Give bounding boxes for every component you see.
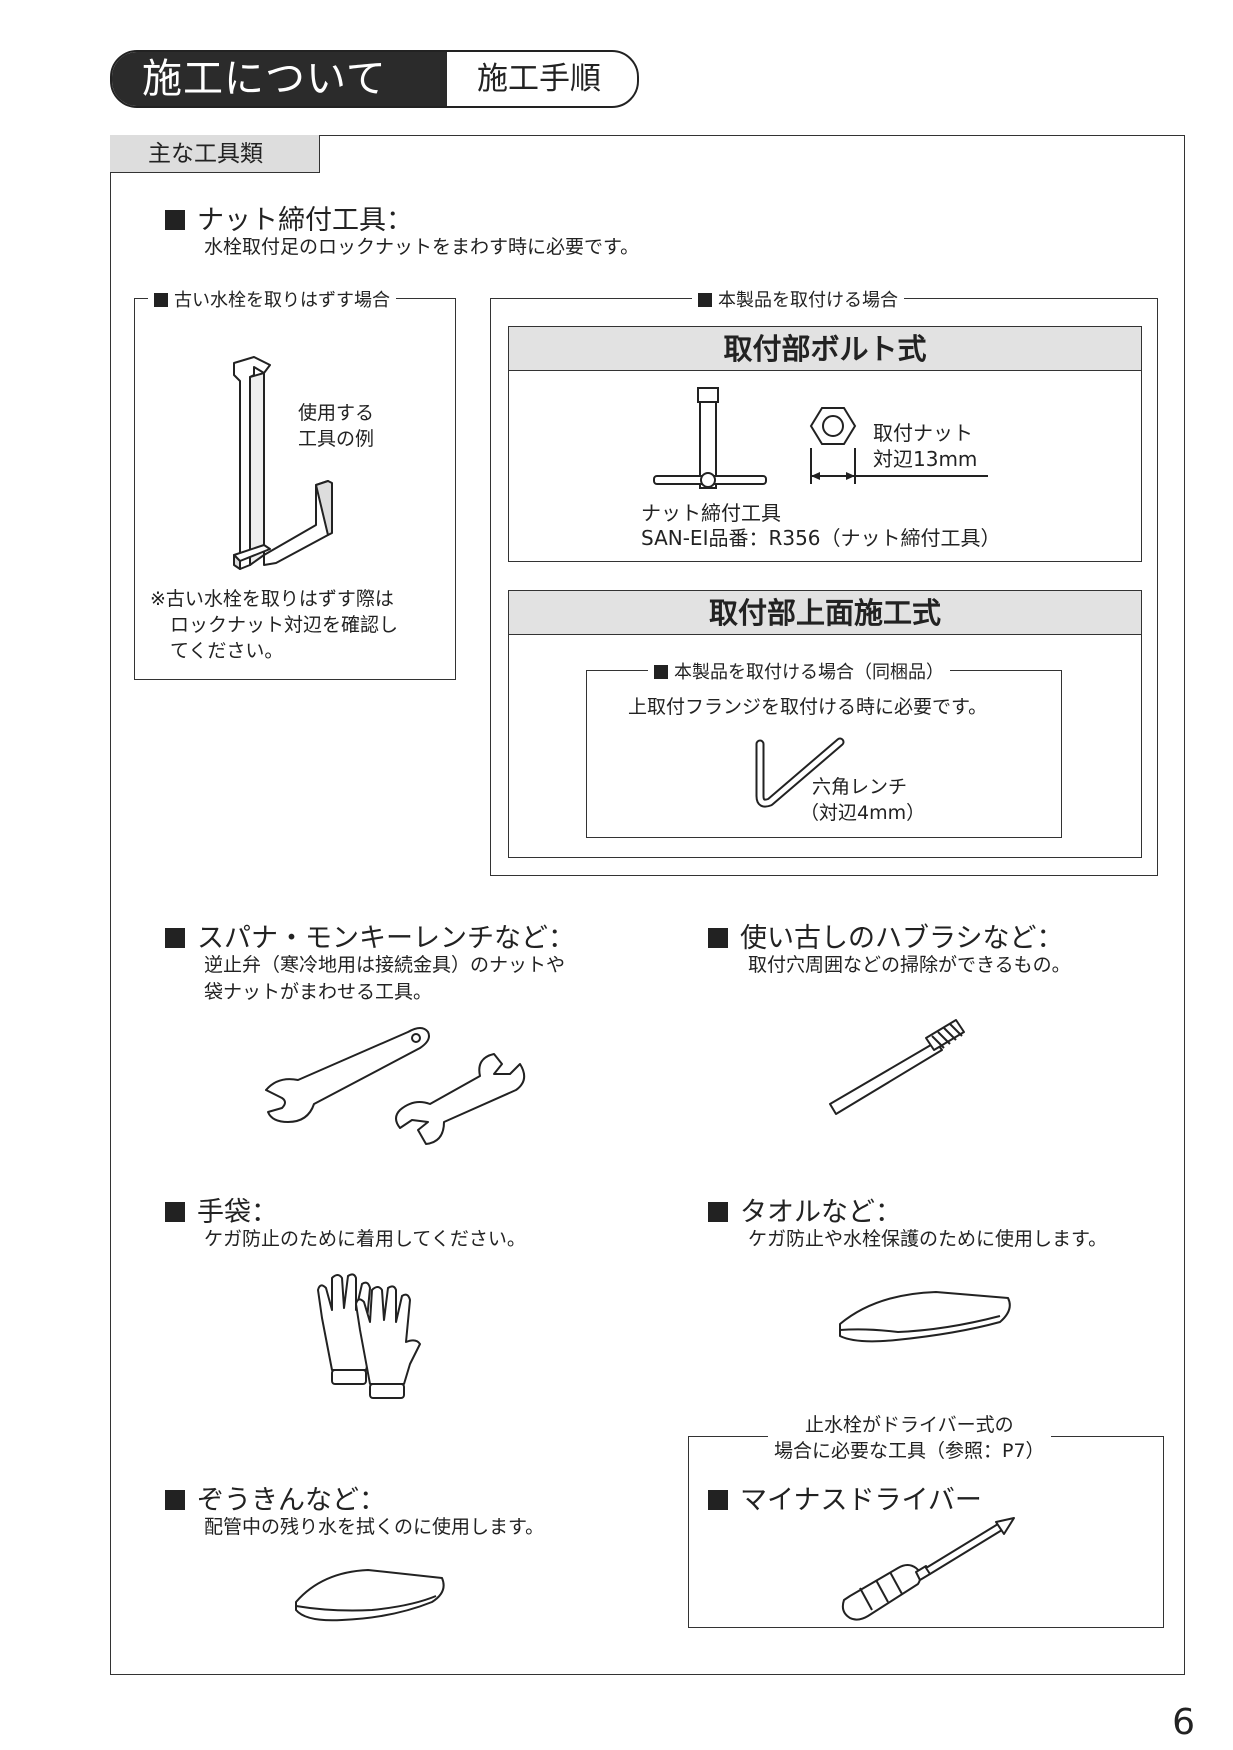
square-bullet-icon xyxy=(708,928,728,948)
rag-heading: ぞうきんなど： xyxy=(165,1478,386,1517)
gloves-illustration xyxy=(317,1273,421,1399)
header-title: 施工について xyxy=(112,52,447,106)
gloves-heading: 手袋： xyxy=(165,1190,278,1229)
top-type-box xyxy=(508,590,1142,858)
old-faucet-note-3: てください。 xyxy=(170,640,284,662)
screwdriver-box-title: 止水栓がドライバー式の 場合に必要な工具（参照：P7） xyxy=(768,1412,1051,1464)
square-bullet-icon xyxy=(154,293,168,307)
square-bullet-icon xyxy=(165,1490,185,1510)
square-bullet-icon xyxy=(654,665,668,679)
nut-tightening-tool-illustration xyxy=(653,387,767,489)
top-type-heading: 取付部上面施工式 xyxy=(509,591,1141,635)
old-faucet-note-1: ※古い水栓を取りはずす際は xyxy=(150,588,394,610)
gloves-description: ケガ防止のために着用してください。 xyxy=(204,1228,526,1250)
towel-illustration xyxy=(839,1291,1011,1343)
towel-description: ケガ防止や水栓保護のために使用します。 xyxy=(748,1228,1108,1250)
page-header: 施工について 施工手順 xyxy=(110,50,639,108)
tool-example-label-2: 工具の例 xyxy=(298,428,375,450)
square-bullet-icon xyxy=(165,210,185,230)
spanner-description-2: 袋ナットがまわせる工具。 xyxy=(204,981,433,1003)
square-bullet-icon xyxy=(165,1202,185,1222)
lock-nut-wrench-illustration xyxy=(233,356,333,570)
bolt-type-box xyxy=(508,326,1142,562)
wrench-illustration xyxy=(265,1027,526,1145)
mounting-nut-illustration xyxy=(809,407,988,484)
nut-tool-part-number: SAN-EI品番：R356（ナット締付工具） xyxy=(641,526,1001,550)
hex-key-illustration xyxy=(755,737,845,808)
square-bullet-icon xyxy=(698,293,712,307)
screwdriver-heading: マイナスドライバー xyxy=(708,1478,982,1517)
nut-tool-label: ナット締付工具 xyxy=(641,501,781,525)
square-bullet-icon xyxy=(165,928,185,948)
square-bullet-icon xyxy=(708,1490,728,1510)
hex-key-size-label: （対辺4mm） xyxy=(800,802,926,824)
nut-tool-heading: ナット締付工具： xyxy=(165,198,413,237)
bolt-type-heading: 取付部ボルト式 xyxy=(509,327,1141,371)
product-install-box-title: 本製品を取付ける場合 xyxy=(692,286,904,312)
mounting-nut-label: 取付ナット xyxy=(873,421,973,445)
page-number: 6 xyxy=(1172,1702,1195,1743)
spanner-description-1: 逆止弁（寒冷地用は接続金具）のナットや xyxy=(204,954,566,976)
tool-example-label-1: 使用する xyxy=(298,402,375,424)
old-faucet-note-2: ロックナット対辺を確認し xyxy=(170,614,399,636)
nut-tool-description: 水栓取付足のロックナットをまわす時に必要です。 xyxy=(204,236,640,258)
old-faucet-box-title: 古い水栓を取りはずす場合 xyxy=(148,286,396,312)
main-frame xyxy=(110,135,1185,1675)
header-subtitle: 施工手順 xyxy=(477,61,601,97)
rag-illustration xyxy=(295,1569,445,1622)
included-tool-description: 上取付フランジを取付ける時に必要です。 xyxy=(628,696,988,718)
towel-heading: タオルなど： xyxy=(708,1190,902,1229)
brush-heading: 使い古しのハブラシなど： xyxy=(708,916,1063,955)
hex-key-label: 六角レンチ xyxy=(812,776,908,798)
mounting-nut-size-label: 対辺13mm xyxy=(873,447,978,471)
square-bullet-icon xyxy=(708,1202,728,1222)
rag-description: 配管中の残り水を拭くのに使用します。 xyxy=(204,1516,545,1538)
section-title: 主な工具類 xyxy=(110,135,320,173)
brush-description: 取付穴周囲などの掃除ができるもの。 xyxy=(748,954,1071,976)
flathead-screwdriver-illustration xyxy=(841,1517,1015,1621)
toothbrush-illustration xyxy=(829,1019,965,1115)
included-tool-box-title: 本製品を取付ける場合（同梱品） xyxy=(648,658,950,684)
spanner-heading: スパナ・モンキーレンチなど： xyxy=(165,916,575,955)
